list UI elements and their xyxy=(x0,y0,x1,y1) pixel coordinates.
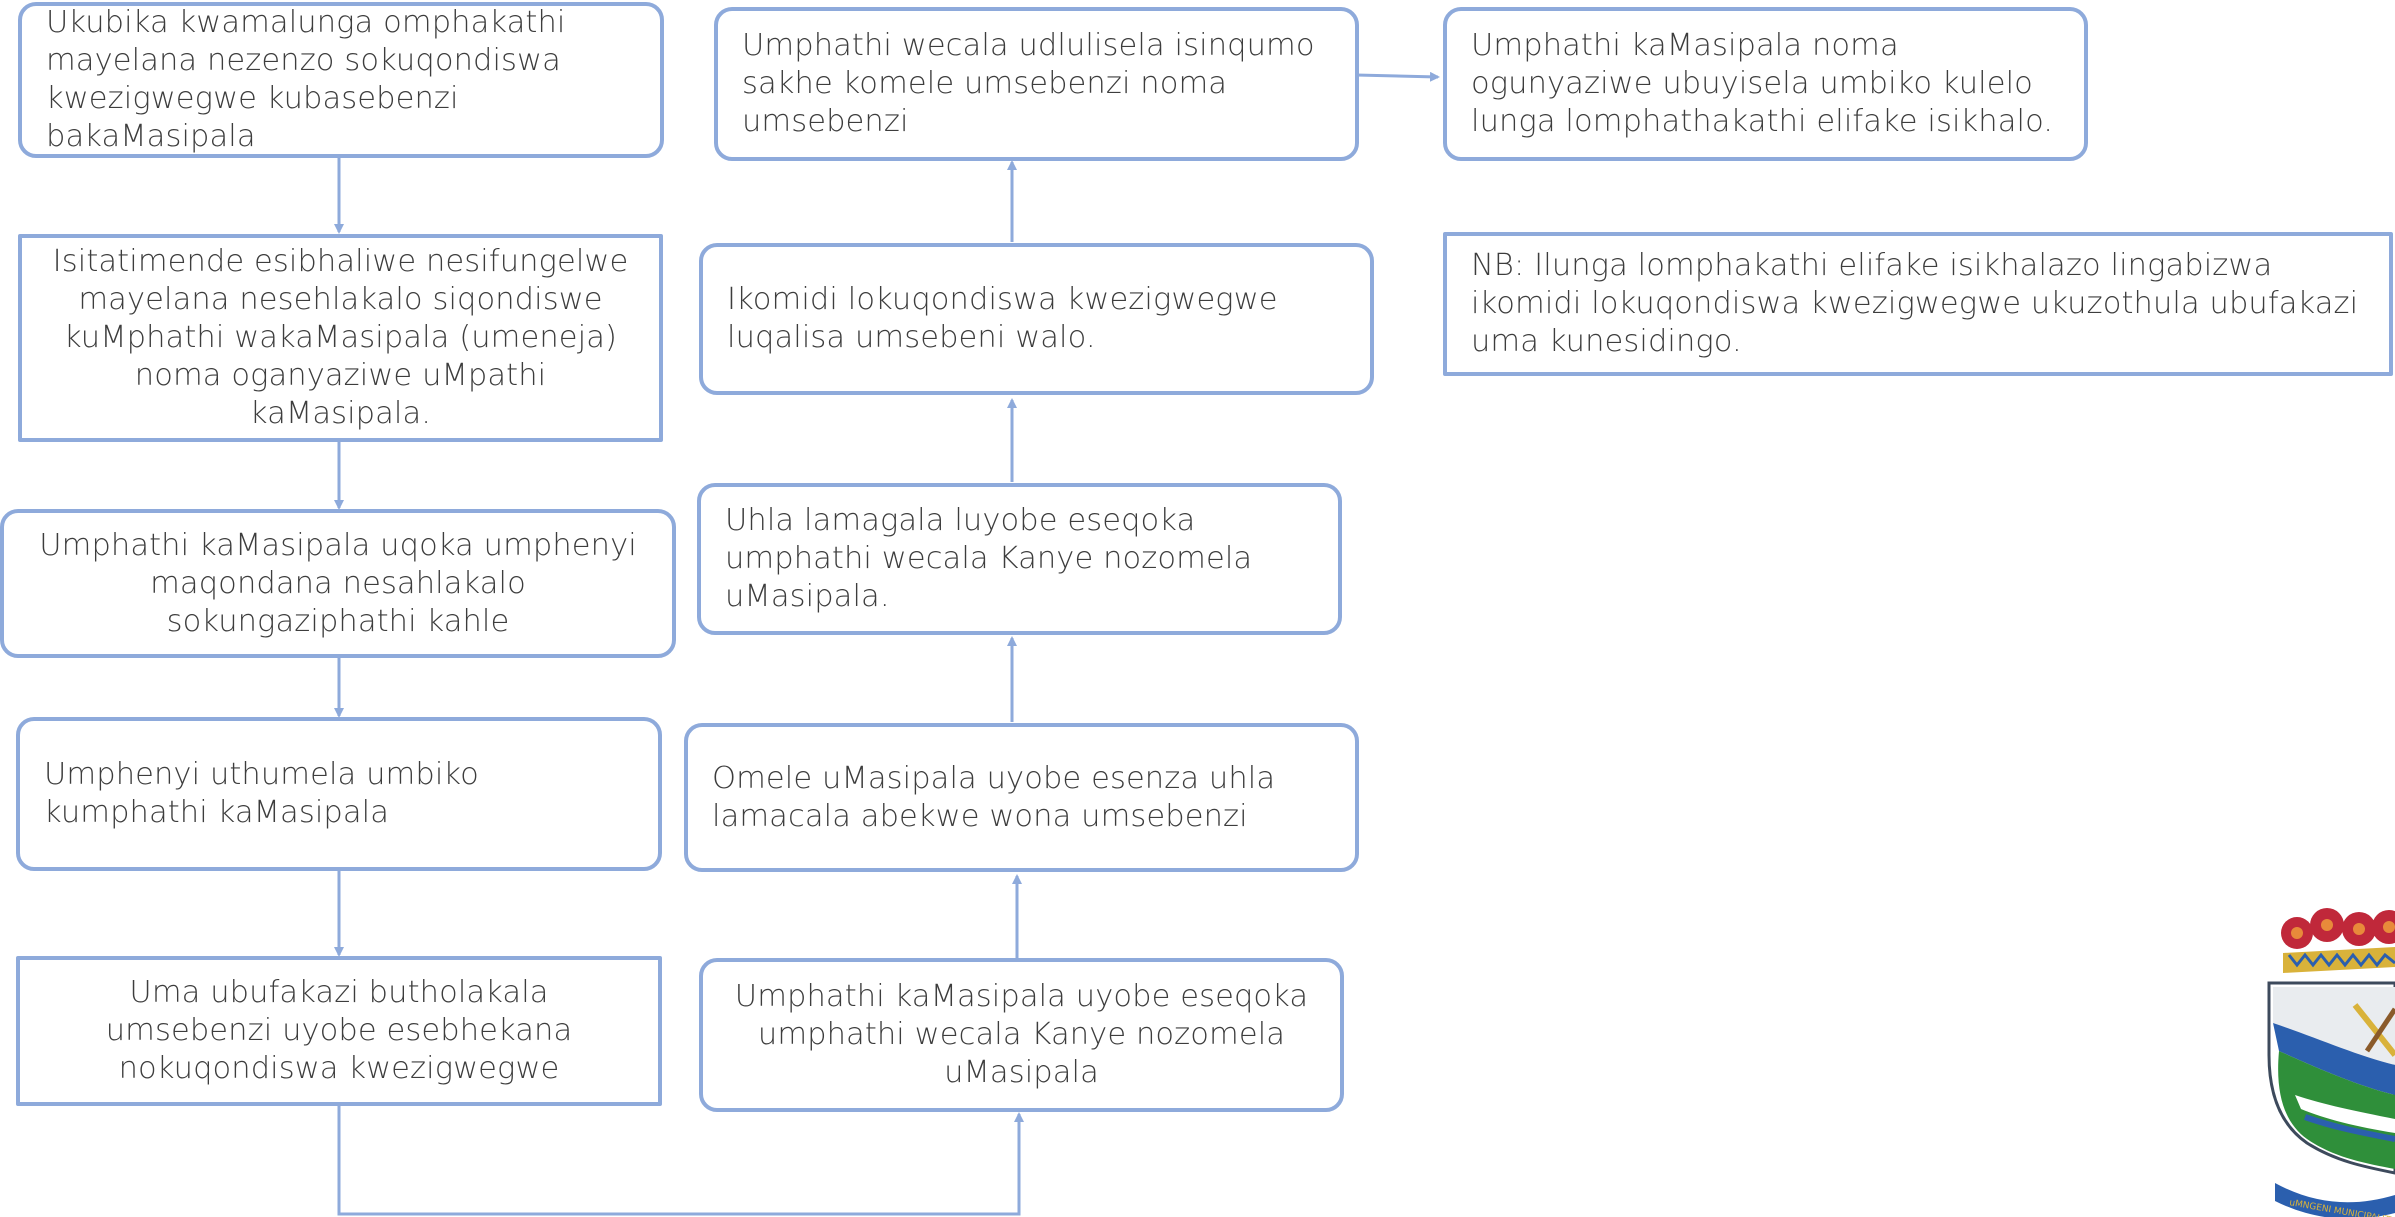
arrow-step10-to-outcome xyxy=(1355,71,1440,82)
step-10-text: Umphathi wecala udlulisela isinqumo sakh… xyxy=(742,28,1315,139)
step-5-text: Uma ubufakazi butholakala umsebenzi uyob… xyxy=(105,975,573,1086)
step-9-text: Ikomidi lokuqondiswa kwezigwegwe luqalis… xyxy=(727,282,1278,355)
step-6-text: Umphathi kaMasipala uyobe eseqoka umphat… xyxy=(734,979,1309,1090)
step-3-appoint-investigator-box: Umphathi kaMasipala uqoka umphenyi maqon… xyxy=(0,509,676,658)
step-1-text: Ukubika kwamalunga omphakathi mayelana n… xyxy=(46,5,566,154)
step-1-member-report-box: Ukubika kwamalunga omphakathi mayelana n… xyxy=(18,2,664,158)
step-9-committee-starts-box: Ikomidi lokuqondiswa kwezigwegwe luqalis… xyxy=(699,243,1374,395)
step-2-sworn-statement-box: Isitatimende esibhaliwe nesifungelwe may… xyxy=(18,234,663,442)
step-2-text: Isitatimende esibhaliwe nesifungelwe may… xyxy=(52,244,629,431)
step-7-text: Omele uMasipala uyobe esenza uhla lamaca… xyxy=(712,760,1276,834)
step-8-text: Uhla lamagala luyobe eseqoka umphathi we… xyxy=(725,503,1253,614)
municipal-coat-of-arms-logo: uMNGENI MUNICIPALITY xyxy=(2267,908,2395,1217)
shield xyxy=(2267,981,2395,1175)
step-4-investigator-report-box: Umphenyi uthumela umbiko kumphathi kaMas… xyxy=(16,717,662,871)
step-7-charge-sheet-box: Omele uMasipala uyobe esenza uhla lamaca… xyxy=(684,723,1359,872)
step-8-charges-served-box: Uhla lamagala luyobe eseqoka umphathi we… xyxy=(697,483,1342,635)
step-10-decision-forwarded-box: Umphathi wecala udlulisela isinqumo sakh… xyxy=(714,7,1359,161)
outcome-text: Umphathi kaMasipala noma ogunyaziwe ubuy… xyxy=(1471,28,2054,139)
arrow-step5-to-step6 xyxy=(337,1106,1024,1216)
step-5-disciplinary-action-box: Uma ubufakazi butholakala umsebenzi uyob… xyxy=(16,956,662,1106)
outcome-report-back-box: Umphathi kaMasipala noma ogunyaziwe ubuy… xyxy=(1443,7,2088,161)
step-4-text: Umphenyi uthumela umbiko kumphathi kaMas… xyxy=(44,757,479,830)
step-3-text: Umphathi kaMasipala uqoka umphenyi maqon… xyxy=(39,527,637,639)
note-text: NB: Ilunga lomphakathi elifake isikhalaz… xyxy=(1471,248,2359,359)
step-6-appoint-presiding-officer-box: Umphathi kaMasipala uyobe eseqoka umphat… xyxy=(699,958,1344,1112)
logo-banner: uMNGENI MUNICIPALITY xyxy=(2275,1183,2395,1217)
crown-flowers xyxy=(2281,908,2395,973)
note-box: NB: Ilunga lomphakathi elifake isikhalaz… xyxy=(1443,232,2393,376)
